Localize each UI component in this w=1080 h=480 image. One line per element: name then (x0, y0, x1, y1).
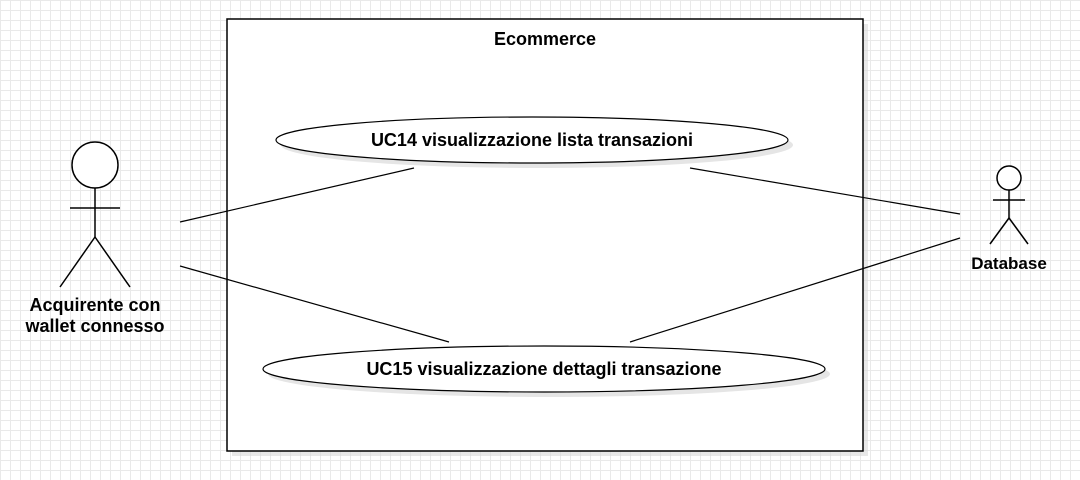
actor-buyer[interactable] (59, 141, 131, 288)
actor-database-left-leg (989, 217, 1010, 245)
association-buyer-uc14[interactable] (179, 167, 415, 223)
actor-buyer-label: Acquirente con wallet connesso (25, 295, 165, 336)
association-buyer-uc15[interactable] (179, 265, 450, 343)
actor-buyer-head (71, 141, 119, 189)
actor-database-label: Database (971, 254, 1047, 273)
actor-buyer-left-leg (59, 236, 96, 288)
actor-database-right-leg (1008, 217, 1029, 245)
actor-database[interactable] (989, 165, 1029, 245)
use-case-uc14-label: UC14 visualizzazione lista transazioni (370, 130, 694, 150)
use-case-uc15[interactable] (262, 345, 826, 393)
use-case-uc15-label: UC15 visualizzazione dettagli transazion… (366, 359, 722, 379)
actor-database-head (996, 165, 1022, 191)
system-title: Ecommerce (493, 29, 597, 49)
association-database-uc15[interactable] (629, 237, 961, 343)
actor-buyer-right-leg (94, 236, 131, 288)
use-case-uc14[interactable] (275, 116, 789, 164)
association-database-uc14[interactable] (689, 167, 961, 215)
